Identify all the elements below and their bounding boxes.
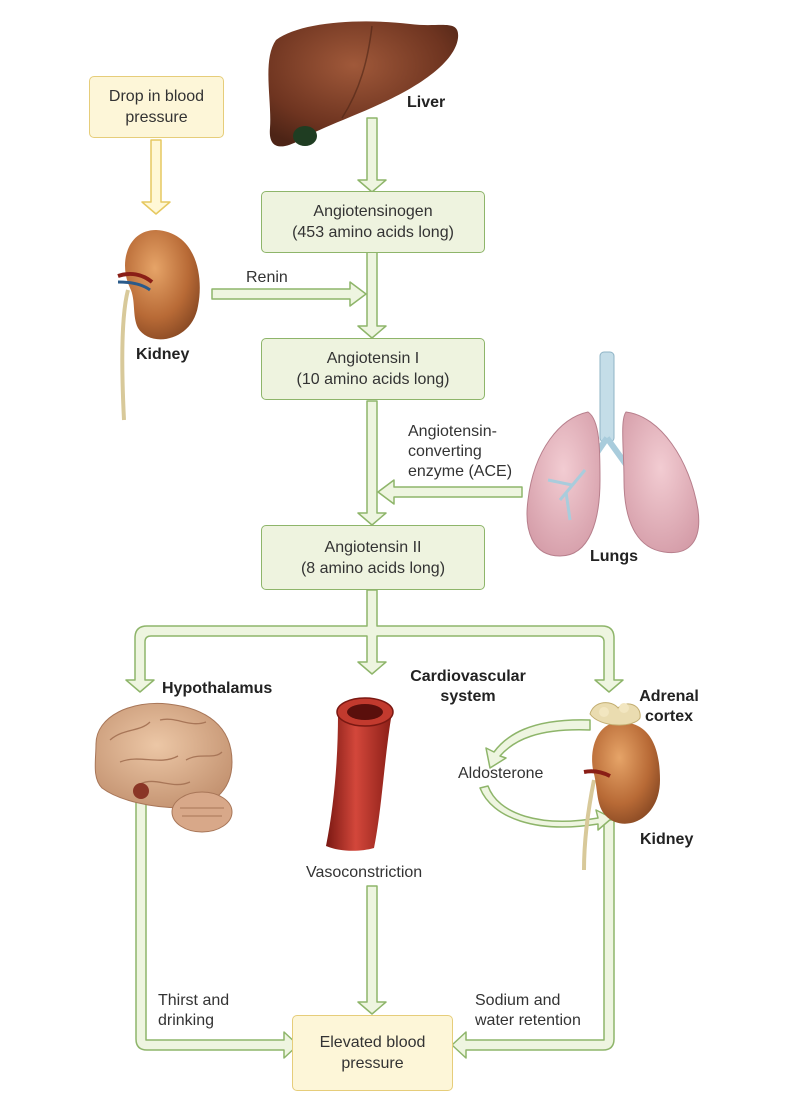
arrow-renin xyxy=(211,281,367,307)
flow-arrows xyxy=(125,117,624,1059)
cardiovascular-label: Cardiovascular system xyxy=(396,667,540,707)
angiotensinogen-box: Angiotensinogen (453 amino acids long) xyxy=(261,191,485,253)
adrenal-line-2: cortex xyxy=(644,708,694,725)
arrow-aldosterone-return xyxy=(479,785,613,831)
angiotensinogen-title: Angiotensinogen xyxy=(313,203,433,220)
sodium-line-2: water retention xyxy=(475,1012,581,1029)
vasoconstriction-label: Vasoconstriction xyxy=(306,864,423,881)
cardiovascular-line-2: system xyxy=(440,688,496,705)
arrow-vasoconstriction xyxy=(357,885,387,1015)
kidney-top-label: Kidney xyxy=(136,346,190,363)
angiotensinogen-length: (453 amino acids long) xyxy=(292,224,454,241)
adrenal-line-1: Adrenal xyxy=(639,688,699,705)
arrow-liver-to-angiotensinogen xyxy=(357,117,387,193)
lungs-label: Lungs xyxy=(590,548,638,565)
ace-line-1: Angiotensin- xyxy=(408,423,497,440)
liver-label: Liver xyxy=(407,94,446,111)
blood-vessel-illustration xyxy=(326,697,394,851)
sodium-line-1: Sodium and xyxy=(475,992,561,1009)
drop-in-blood-pressure-box: Drop in blood pressure xyxy=(89,76,224,138)
arrow-angiotensin1-to-angiotensin2 xyxy=(357,400,387,526)
elevated-blood-pressure-box: Elevated blood pressure xyxy=(292,1015,453,1091)
thirst-label: Thirst and drinking xyxy=(158,991,229,1031)
angiotensin2-title: Angiotensin II xyxy=(324,538,422,556)
cardiovascular-line-1: Cardiovascular xyxy=(410,668,526,685)
arrow-ace xyxy=(377,479,523,505)
arrow-angiotensinogen-to-angiotensin1 xyxy=(357,251,387,339)
arrow-branches xyxy=(125,589,624,693)
angiotensin1-title: Angiotensin I xyxy=(326,350,420,367)
arrow-sodium xyxy=(451,819,615,1059)
angiotensin2-length: (8 amino acids long) xyxy=(300,559,446,577)
thirst-line-1: Thirst and xyxy=(158,992,230,1009)
aldosterone-label: Aldosterone xyxy=(458,765,544,782)
brain-illustration xyxy=(94,702,233,833)
arrow-aldosterone-loop xyxy=(485,719,591,769)
drop-line-1: Drop in blood xyxy=(108,88,205,105)
sodium-label: Sodium and water retention xyxy=(475,991,581,1031)
lungs-illustration xyxy=(526,351,700,557)
ace-line-2: converting xyxy=(408,443,482,460)
arrow-drop-to-kidney xyxy=(141,139,171,215)
liver-illustration xyxy=(268,21,459,147)
thirst-line-2: drinking xyxy=(158,1012,215,1029)
arrow-thirst xyxy=(135,789,299,1059)
adrenal-kidney-illustration xyxy=(582,702,660,871)
angiotensin2-box: Angiotensin II (8 amino acids long) xyxy=(261,525,485,590)
ace-line-3: enzyme (ACE) xyxy=(408,463,513,480)
elevated-line-2: pressure xyxy=(341,1055,404,1072)
ace-label: Angiotensin- converting enzyme (ACE) xyxy=(408,422,512,482)
kidney-bottom-label: Kidney xyxy=(640,831,694,848)
hypothalamus-label: Hypothalamus xyxy=(162,680,273,697)
renin-label: Renin xyxy=(246,269,288,286)
angiotensin1-box: Angiotensin I (10 amino acids long) xyxy=(261,338,485,400)
adrenal-cortex-label: Adrenal cortex xyxy=(628,687,710,727)
elevated-line-1: Elevated blood xyxy=(319,1034,426,1051)
kidney-top-illustration xyxy=(117,230,200,421)
drop-line-2: pressure xyxy=(125,109,188,126)
angiotensin1-length: (10 amino acids long) xyxy=(296,371,450,388)
